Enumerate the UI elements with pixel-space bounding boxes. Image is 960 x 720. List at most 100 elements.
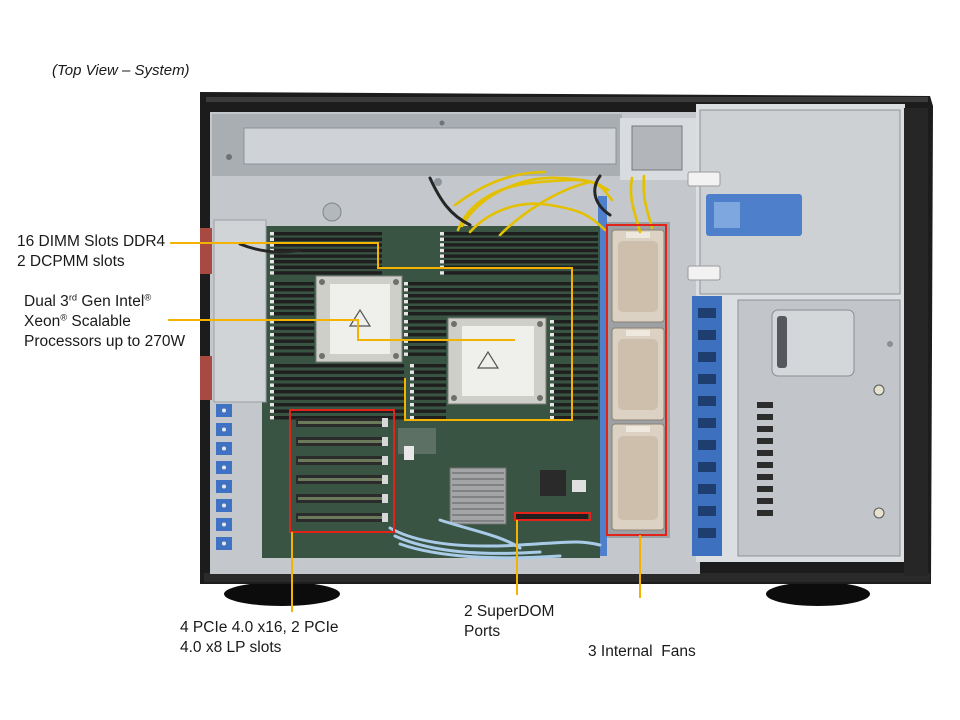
shelf-screw — [226, 154, 232, 160]
dimm-slot — [404, 288, 598, 292]
drive-cage-plate — [771, 309, 855, 377]
heatsink-fin — [452, 520, 504, 522]
view-caption: (Top View – System) — [52, 62, 190, 79]
dimm-latch — [270, 326, 274, 330]
drive-cage-plate-slot — [777, 316, 787, 368]
dimm-latch — [270, 312, 274, 316]
callout-lines — [168, 242, 641, 612]
dimm-slot — [270, 265, 382, 269]
rail-slot — [698, 528, 716, 538]
bmc-chip — [540, 470, 566, 496]
dimm-latch — [440, 237, 444, 241]
internal-fan-1 — [611, 229, 665, 323]
psu-connector — [631, 125, 683, 171]
dimm-latch — [270, 390, 274, 394]
dimm-slot — [270, 409, 404, 413]
vent-slot — [757, 402, 773, 408]
shelf-screw — [439, 120, 445, 126]
dimm-slot — [270, 390, 404, 394]
upper-drive-shelf-panel — [243, 127, 617, 165]
dimm-slot — [410, 364, 446, 368]
dimm-latch — [440, 248, 444, 253]
dimm-slot — [404, 352, 446, 356]
sata-cable — [393, 534, 542, 555]
dimm-slot — [550, 346, 598, 350]
dimm-slot — [404, 326, 446, 330]
bracket-screw — [222, 427, 226, 432]
heatsink-screw — [537, 321, 543, 327]
dimm-latch — [550, 326, 554, 330]
power-cable — [468, 202, 607, 234]
dimm-latch — [440, 254, 444, 258]
heatsink-screw — [451, 395, 457, 401]
dimm-latch — [270, 396, 274, 400]
fan-latch — [626, 426, 650, 432]
bracket-screw — [222, 503, 226, 508]
cage-side-wall — [904, 108, 928, 576]
dimm-latch — [550, 377, 554, 381]
pcie-slot-latch — [382, 418, 388, 427]
heatsink-fin — [452, 472, 504, 474]
dimm-slot — [404, 312, 598, 316]
vent-slot — [757, 462, 773, 468]
dimm-slot — [550, 333, 598, 337]
pcie-highlight-box — [289, 409, 395, 533]
fan-rotor — [618, 339, 658, 410]
heatsink-fin — [452, 502, 504, 504]
dimm-latch — [440, 271, 444, 275]
dimm-slot — [440, 237, 598, 241]
dimm-slot — [270, 339, 314, 343]
vent-slot — [757, 486, 773, 492]
dimm-slot — [404, 282, 598, 286]
dimm-slot — [404, 320, 446, 324]
left-handle-upper — [200, 228, 212, 274]
dimm-slot — [270, 312, 314, 316]
dimm-slot — [270, 294, 314, 298]
dimm-slot — [270, 254, 382, 258]
cpu-text-part: Gen Intel — [77, 293, 145, 310]
chipset-heatsink-fins — [452, 472, 504, 522]
superdom-highlight-box — [514, 512, 591, 521]
cpu-callout-line — [168, 319, 515, 341]
power-cable — [498, 180, 592, 237]
dimm-latch — [410, 390, 414, 394]
dimm-slot — [404, 306, 598, 310]
dimm-slot — [270, 237, 382, 241]
dimm-latch — [270, 260, 274, 264]
dimm-slot — [440, 232, 598, 236]
dimm-slot — [550, 409, 598, 413]
dimm-slot — [550, 352, 598, 356]
dimm-latch — [270, 254, 274, 258]
pcie-slot-latch — [382, 494, 388, 503]
dimm-latch — [550, 339, 554, 343]
fan-latch — [626, 330, 650, 336]
chassis-bottom-rim — [204, 573, 930, 582]
dimm-latch — [410, 409, 414, 413]
superdom-callout-label: 2 SuperDOM Ports — [464, 602, 554, 642]
rail-slot — [698, 484, 716, 494]
bracket-screw — [222, 484, 226, 489]
dimm-slot — [270, 306, 314, 310]
pcie-slots — [296, 418, 388, 522]
heatsink-fin — [452, 508, 504, 510]
dimm-latch — [550, 390, 554, 394]
dimm-latch — [410, 383, 414, 387]
dimm-slot — [270, 260, 382, 264]
rail-slot — [698, 330, 716, 340]
dimm-latch — [550, 346, 554, 350]
dimm-latch — [404, 306, 408, 310]
internal-fan-3 — [611, 423, 665, 531]
power-cable — [629, 176, 642, 234]
dimm-slot — [550, 383, 598, 387]
warning-triangle-icon — [348, 308, 372, 327]
cpu-callout-line-3: Processors up to 270W — [24, 333, 186, 350]
power-cable — [460, 176, 614, 228]
dimm-latch — [550, 352, 554, 356]
dimm-slot — [550, 396, 598, 400]
vent-slot — [757, 510, 773, 516]
rail-slot — [698, 396, 716, 406]
dimm-slot — [440, 243, 598, 247]
power-cable — [453, 170, 547, 207]
heatsink-fin — [452, 490, 504, 492]
